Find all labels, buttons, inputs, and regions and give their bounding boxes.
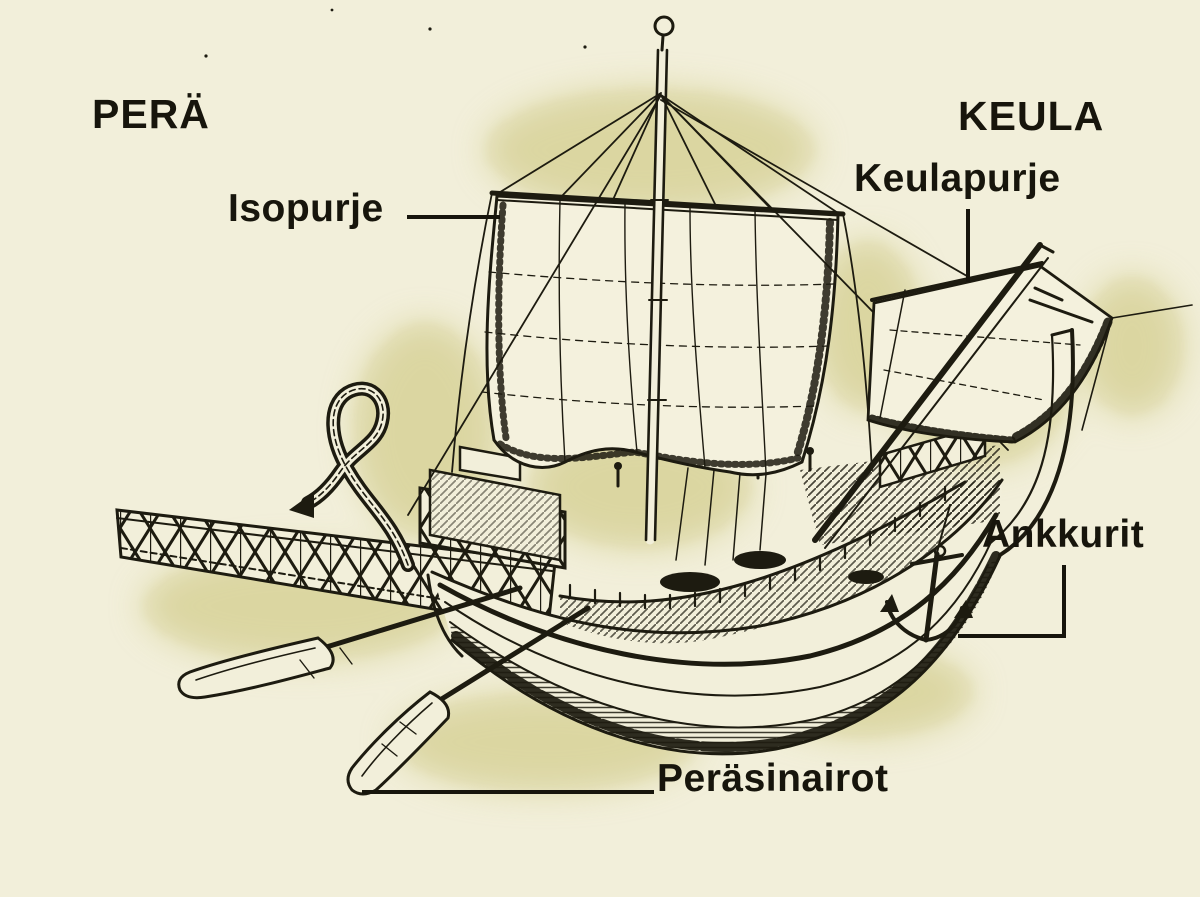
mainsail-leader-line xyxy=(407,215,500,219)
stern-section-label: PERÄ xyxy=(92,91,210,137)
anchors-leader-line-vertical xyxy=(1062,565,1066,638)
mainsail xyxy=(481,194,840,477)
steering-oars xyxy=(177,585,591,796)
steering-oars-leader-line xyxy=(362,790,654,794)
hull xyxy=(426,423,1004,756)
foresail-label: Keulapurje xyxy=(854,157,1061,200)
anchors-leader-line-horizontal xyxy=(958,634,1066,638)
mainsail-label: Isopurje xyxy=(228,187,384,230)
mast-and-yard xyxy=(489,15,846,545)
anchors-label: Ankkurit xyxy=(982,513,1145,556)
bow-stem xyxy=(986,286,1094,557)
foresail xyxy=(812,242,1193,549)
ink-specks xyxy=(204,8,587,58)
stern-deckhouse xyxy=(428,445,562,562)
swan-neck-ornament xyxy=(289,381,415,572)
anchor xyxy=(880,504,973,643)
bow-section-label: KEULA xyxy=(958,93,1105,139)
foresail-leader-line xyxy=(966,209,970,282)
steering-oars-label: Peräsinairot xyxy=(657,757,889,800)
